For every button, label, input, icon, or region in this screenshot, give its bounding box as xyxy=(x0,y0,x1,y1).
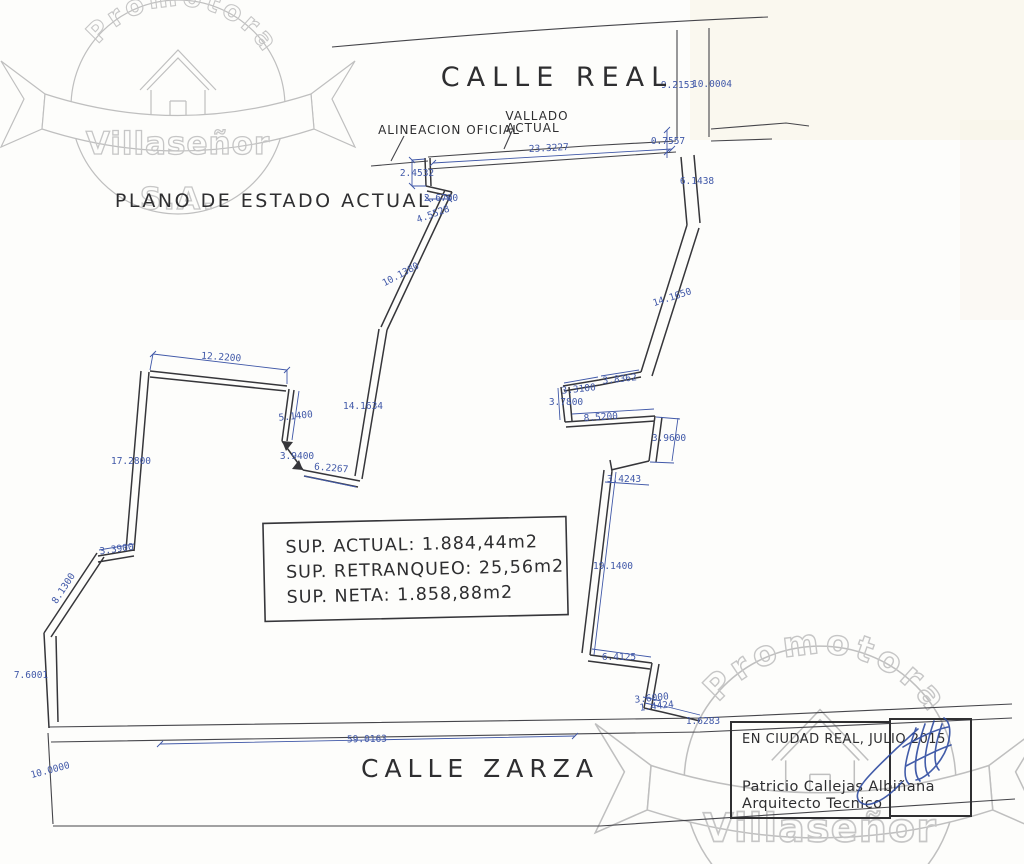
scan-tint xyxy=(690,0,1024,140)
watermark-suffix-text: S.A. xyxy=(140,182,216,217)
dimension-label: 3.7800 xyxy=(549,397,584,408)
dimension-label: 2.4532 xyxy=(400,168,434,179)
dimension-label: 3.6000 xyxy=(634,691,670,706)
scan-tint-right xyxy=(960,120,1024,320)
dimension-label: 3.9600 xyxy=(652,433,687,444)
dimension-label: 9.2153 xyxy=(661,80,695,91)
dimension-label: 3.8362 xyxy=(602,372,637,387)
dimension-label: 14.1634 xyxy=(343,401,383,412)
dimension-label: 3.3100 xyxy=(561,382,597,397)
boundary-arrow-marks xyxy=(282,441,303,470)
plan-title: PLANO DE ESTADO ACTUAL xyxy=(115,190,431,212)
title-block-place-date: EN CIUDAD REAL, JULIO 2015 xyxy=(742,732,946,747)
dimension-label: 23.3227 xyxy=(529,142,570,155)
dimension-label: 8.5200 xyxy=(583,411,618,424)
title-block-author: Patricio Callejas Albiñana xyxy=(742,779,935,795)
dimension-label: 1.6283 xyxy=(686,716,720,727)
title-block-role: Arquitecto Tecnico xyxy=(742,796,882,812)
alignment-label: ALINEACION OFICIAL xyxy=(378,123,520,137)
fence-label-line1: VALLADO xyxy=(505,109,568,123)
dimension-label: 59.0163 xyxy=(347,734,387,746)
fence-label-line2: ACTUAL xyxy=(506,121,559,135)
calle-real-street-edges xyxy=(370,122,810,170)
parcel-boundary xyxy=(43,154,701,729)
ribbon-banner xyxy=(41,93,315,152)
dimension-label: 6.1438 xyxy=(680,176,715,187)
dimension-tick-marks xyxy=(149,126,676,748)
dimension-label: 6.2267 xyxy=(314,462,349,476)
dimension-label: 5.1400 xyxy=(278,409,314,424)
areas-info-box-frame xyxy=(262,515,569,623)
dimension-label: 1.4424 xyxy=(639,699,675,714)
calle-zarza-street-edges xyxy=(47,703,1016,827)
dimension-lines xyxy=(98,130,701,745)
dimension-label: 2.6700 xyxy=(424,193,459,204)
dimension-label: 19.1400 xyxy=(593,561,633,572)
street-name-bottom: CALLE ZARZA xyxy=(361,754,599,783)
dimension-label: 3.3900 xyxy=(99,542,135,558)
dimension-label: 3.4243 xyxy=(607,474,641,485)
dimension-label: 6.4125 xyxy=(602,652,636,663)
watermark-banner-text: Villaseñor xyxy=(86,126,270,162)
dimension-label: 7.6001 xyxy=(14,670,49,681)
signature-scribble xyxy=(856,717,952,806)
paper-top-edge xyxy=(331,16,769,48)
dimension-label: 0.7557 xyxy=(651,136,685,147)
dimension-label: 10.0004 xyxy=(692,79,732,90)
dimension-label: 3.9400 xyxy=(280,451,315,462)
title-block: EN CIUDAD REAL, JULIO 2015 Patricio Call… xyxy=(730,717,972,819)
ribbon-banner xyxy=(646,764,994,839)
side-road-lines xyxy=(676,28,710,139)
dimension-label: 12.2200 xyxy=(201,351,242,365)
dimension-label: 17.2800 xyxy=(111,456,151,467)
annotation-leader-lines xyxy=(390,130,513,162)
areas-info-box: SUP. ACTUAL: 1.884,44m2 SUP. RETRANQUEO:… xyxy=(262,515,569,623)
watermark-banner-text: Villaseñor xyxy=(703,806,937,852)
street-name-top: CALLE REAL xyxy=(441,62,673,93)
title-block-signature-cell xyxy=(889,718,972,817)
